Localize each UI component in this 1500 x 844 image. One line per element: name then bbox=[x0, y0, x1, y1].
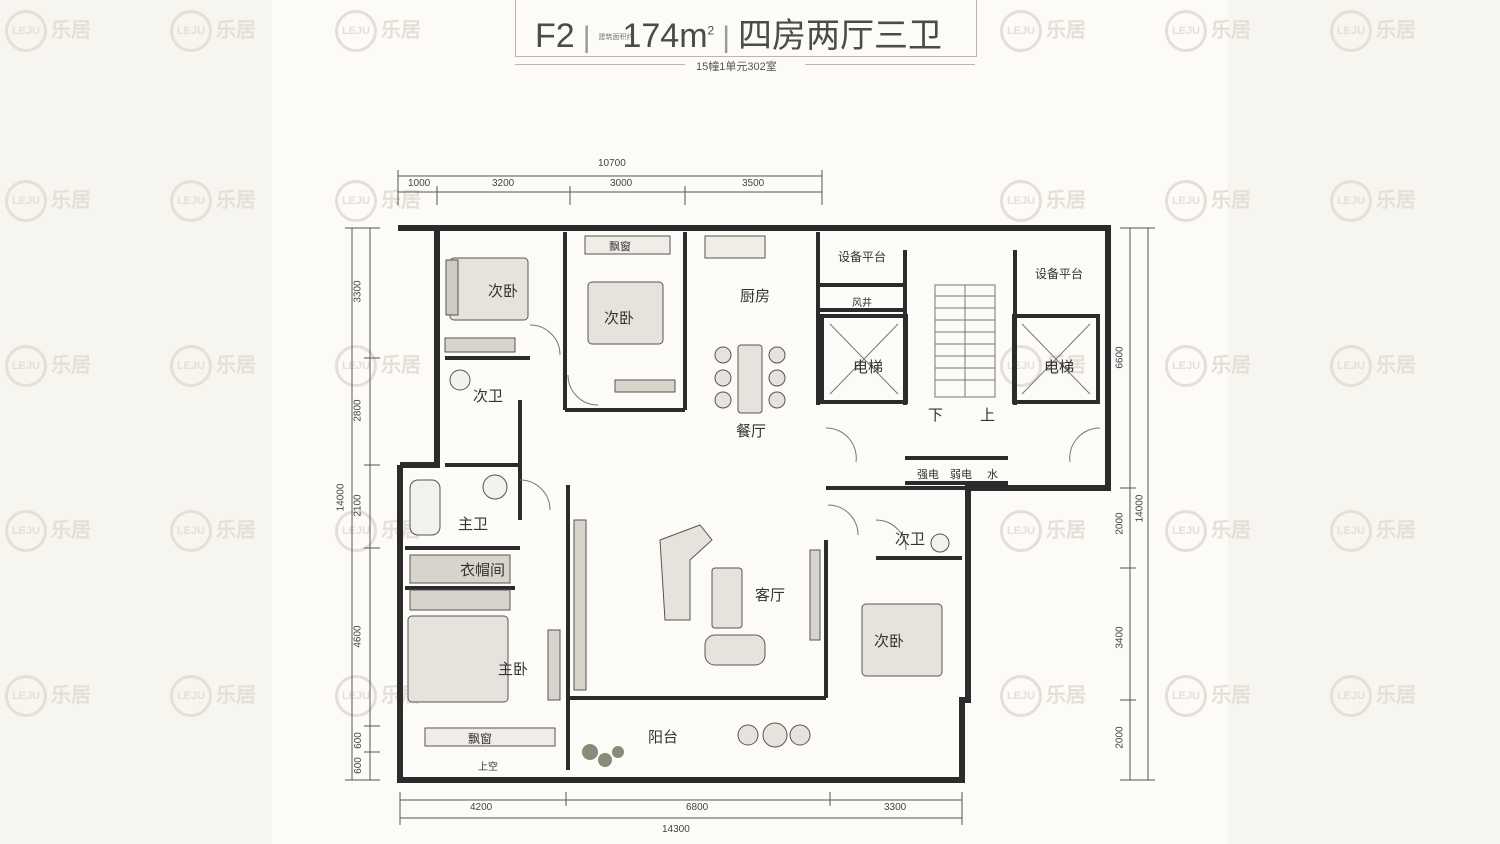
elevator-shafts bbox=[820, 314, 1100, 404]
dim-bottom-3: 3300 bbox=[884, 802, 907, 813]
exterior-walls bbox=[397, 225, 1111, 783]
elevator-cross bbox=[829, 323, 1091, 395]
room-equip-platform-2: 设备平台 bbox=[1035, 267, 1084, 281]
dim-bottom-total: 14300 bbox=[662, 824, 690, 835]
dim-left-1: 3300 bbox=[352, 280, 364, 303]
dim-left-total: 14000 bbox=[335, 483, 347, 512]
dim-left-3: 2100 bbox=[352, 494, 364, 517]
unit-location: 15幢1单元302室 bbox=[690, 58, 783, 74]
stair-down: 下 bbox=[928, 407, 944, 424]
dim-top-3: 3000 bbox=[610, 178, 633, 189]
meter-strong-power: 强电 bbox=[917, 469, 939, 481]
room-bath-second: 次卫 bbox=[473, 388, 504, 405]
room-elevator-1: 电梯 bbox=[853, 359, 884, 376]
page-title: F2|建筑面积约174m2|四房两厅三卫 bbox=[535, 8, 942, 57]
room-bedroom-nw: 次卧 bbox=[488, 283, 519, 300]
floorplan-sheet bbox=[272, 0, 1228, 844]
door-swings bbox=[519, 324, 1101, 551]
subtitle-rule bbox=[805, 64, 975, 65]
room-elevator-2: 电梯 bbox=[1044, 359, 1075, 376]
dim-right-total: 14000 bbox=[1134, 494, 1146, 523]
room-balcony: 阳台 bbox=[648, 729, 679, 746]
dim-right-4: 2000 bbox=[1114, 726, 1126, 749]
furniture bbox=[407, 235, 950, 748]
room-bay-window-s: 飘窗 bbox=[468, 732, 493, 746]
dim-top-1: 1000 bbox=[408, 178, 431, 189]
dimension-lines bbox=[345, 170, 1155, 825]
room-master-bedroom: 主卧 bbox=[498, 661, 529, 678]
room-living: 客厅 bbox=[755, 587, 786, 604]
dim-left-4: 4600 bbox=[352, 625, 364, 648]
unit-code: F2 bbox=[535, 17, 575, 55]
unit-area: 174m bbox=[622, 17, 708, 55]
room-air-shaft: 风井 bbox=[852, 298, 872, 309]
title-separator: | bbox=[582, 21, 591, 54]
stair-up: 上 bbox=[980, 407, 996, 424]
dim-right-2: 2000 bbox=[1114, 512, 1126, 535]
room-bath-east: 次卫 bbox=[895, 531, 926, 548]
staircase bbox=[934, 284, 996, 398]
dim-bottom-2: 6800 bbox=[686, 802, 709, 813]
title-frame bbox=[515, 0, 977, 57]
subtitle-rule bbox=[515, 64, 685, 65]
room-bedroom-e: 次卧 bbox=[874, 633, 905, 650]
dim-top-total: 10700 bbox=[598, 158, 626, 169]
dim-right-1: 6600 bbox=[1114, 346, 1126, 369]
dim-left-5: 600 bbox=[352, 732, 364, 749]
dim-bottom-1: 4200 bbox=[470, 802, 493, 813]
unit-layout: 四房两厅三卫 bbox=[738, 17, 943, 55]
area-unit-sup: 2 bbox=[707, 23, 715, 38]
area-note: 建筑面积约 bbox=[598, 34, 634, 42]
dim-top-2: 3200 bbox=[492, 178, 515, 189]
balcony-plants bbox=[582, 744, 624, 767]
right-margin bbox=[1228, 0, 1500, 844]
room-bedroom-n: 次卧 bbox=[604, 310, 635, 327]
room-dining: 餐厅 bbox=[736, 423, 767, 440]
room-bay-window-n: 飘窗 bbox=[609, 241, 631, 253]
room-master-bath: 主卫 bbox=[458, 516, 489, 533]
dim-left-2: 2800 bbox=[352, 399, 364, 422]
title-separator: | bbox=[722, 21, 731, 54]
room-void: 上空 bbox=[478, 762, 498, 773]
dim-top-4: 3500 bbox=[742, 178, 765, 189]
meter-weak-power: 弱电 bbox=[950, 469, 972, 481]
dim-right-3: 3400 bbox=[1114, 626, 1126, 649]
room-cloakroom: 衣帽间 bbox=[460, 562, 506, 579]
meter-water: 水 bbox=[987, 469, 998, 481]
room-kitchen: 厨房 bbox=[740, 288, 771, 305]
dim-left-6: 600 bbox=[352, 757, 364, 774]
room-equip-platform-1: 设备平台 bbox=[838, 250, 887, 264]
